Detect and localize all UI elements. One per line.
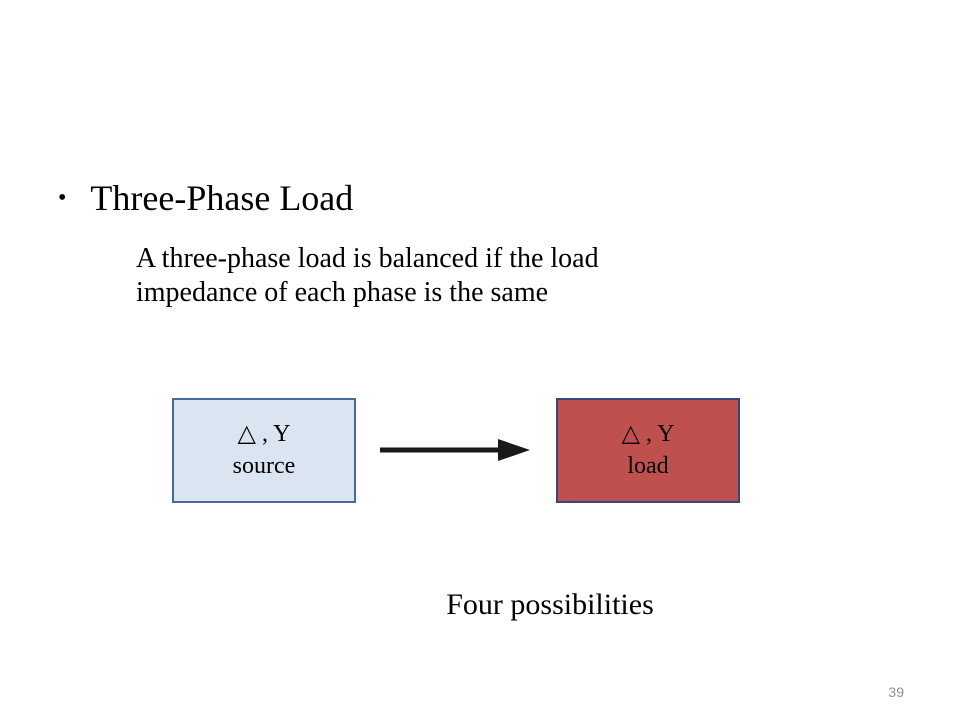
slide-title: Three-Phase Load — [90, 178, 354, 218]
page-number: 39 — [888, 684, 904, 700]
right-arrow-icon — [380, 439, 530, 461]
source-box-label: source — [232, 452, 296, 479]
caption-text: Four possibilities — [446, 588, 654, 621]
slide-body-text: A three-phase load is balanced if the lo… — [136, 243, 599, 308]
load-box-symbols: △ , Y — [621, 421, 675, 448]
bullet-marker: • — [58, 185, 67, 211]
source-box: △ , Y source — [172, 398, 356, 503]
load-box-label: load — [627, 452, 669, 479]
bullet-row: • Three-Phase Load — [58, 176, 353, 220]
load-box: △ , Y load — [556, 398, 740, 503]
source-box-symbols: △ , Y — [237, 421, 291, 448]
